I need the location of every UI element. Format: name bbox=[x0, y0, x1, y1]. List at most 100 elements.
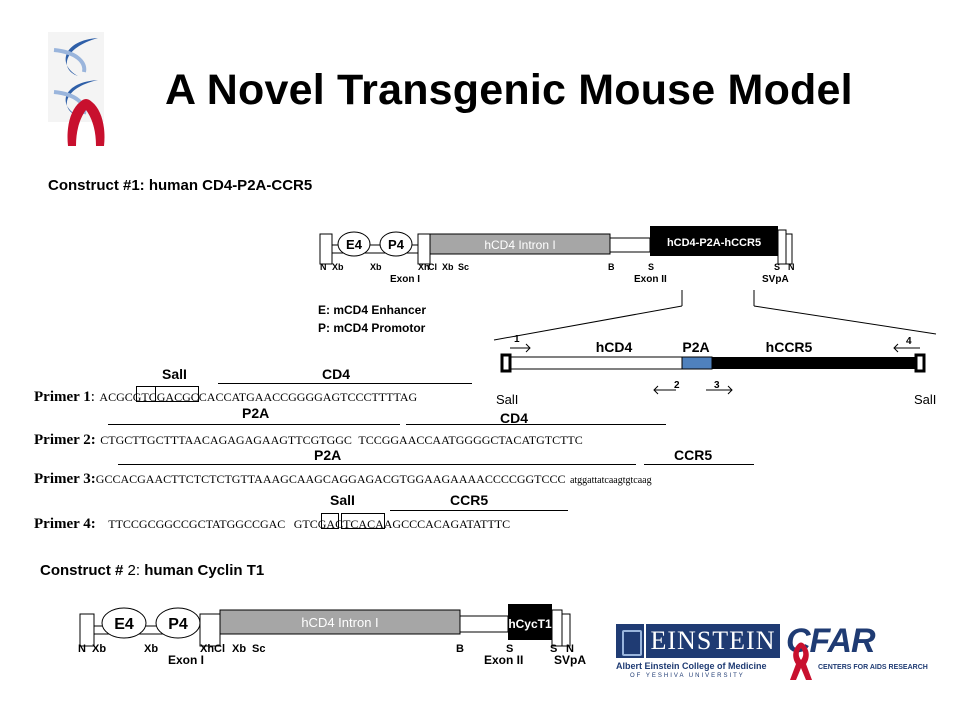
construct-1-map: E4 P4 hCD4 Intron I hCD4-P2A-hCCR5 N Xb … bbox=[319, 226, 795, 285]
svg-text:Cl: Cl bbox=[428, 262, 437, 272]
primer-4-sali-box bbox=[341, 513, 385, 529]
primer-1-seq-b: GTCGA bbox=[132, 390, 175, 404]
exon-1-label: Exon I bbox=[390, 274, 420, 285]
svg-text:S: S bbox=[648, 262, 654, 272]
svg-text:S: S bbox=[774, 262, 780, 272]
legend-promoter: P: mCD4 Promotor bbox=[318, 321, 426, 335]
svg-text:Xb: Xb bbox=[370, 262, 382, 272]
promoter-label: E4 bbox=[346, 237, 363, 252]
primer-mark: 3 bbox=[714, 380, 720, 391]
svg-text:S: S bbox=[550, 643, 557, 655]
einstein-wordmark: EINSTEIN bbox=[646, 624, 780, 658]
svg-text:Xb: Xb bbox=[92, 643, 106, 655]
intron-label: hCD4 Intron I bbox=[484, 238, 555, 252]
svg-text:Sc: Sc bbox=[252, 643, 265, 655]
insert-label: hCycT1 bbox=[508, 617, 552, 631]
construct-2-map: E4 P4 hCD4 Intron I hCycT1 N Xb Xb Xh Cl… bbox=[78, 604, 586, 667]
primer-1-box bbox=[136, 386, 156, 402]
primer-3-ann-p2a: P2A bbox=[314, 447, 342, 463]
primer-2-ann-cd4: CD4 bbox=[500, 410, 529, 426]
cfar-logo: CFAR CENTERS FOR AIDS RESEARCH bbox=[784, 622, 928, 686]
p2a-segment bbox=[681, 356, 713, 370]
primer-2: Primer 2: CTGCTTGCTTTAACAGAGAGAAGTTCGTGG… bbox=[34, 431, 583, 449]
construct-1-detail: 1 4 hCD4 P2A hCCR5 2 3 SalI SalI bbox=[496, 334, 936, 407]
hccr5-segment bbox=[712, 357, 918, 369]
primer-2-label: Primer 2: bbox=[34, 432, 96, 448]
cfar-subtitle: CENTERS FOR AIDS RESEARCH bbox=[818, 664, 928, 671]
svg-text:N: N bbox=[320, 262, 327, 272]
promoter-p4 bbox=[379, 231, 413, 257]
einstein-emblem-icon bbox=[616, 624, 644, 658]
insert-label: hCD4-P2A-hCCR5 bbox=[667, 237, 761, 249]
primer-3-seq-a: GCCACGAACTTCTCTCTGTTAAAGCAAGCAGGAGACGTGG… bbox=[95, 472, 566, 486]
primer-3-seq-b: atggattatcaagtgtcaag bbox=[569, 475, 652, 486]
svg-text:B: B bbox=[608, 262, 615, 272]
svg-text:Xb: Xb bbox=[332, 262, 344, 272]
svg-text:N: N bbox=[78, 643, 86, 655]
primer-3: Primer 3:GCCACGAACTTCTCTCTGTTAAAGCAAGCAG… bbox=[34, 470, 652, 488]
intron-label: hCD4 Intron I bbox=[301, 615, 378, 630]
primer-4-ann-sali: SalI bbox=[330, 492, 355, 508]
slide-title: A Novel Transgenic Mouse Model bbox=[165, 66, 853, 114]
primer-1-ann-sali: SalI bbox=[162, 366, 187, 382]
svpa-label: SVpA bbox=[554, 653, 586, 667]
svg-text:Xb: Xb bbox=[144, 643, 158, 655]
einstein-subtitle-2: OF YESHIVA UNIVERSITY bbox=[630, 673, 745, 679]
segment-label-hcd4: hCD4 bbox=[596, 339, 633, 355]
svg-text:Xb: Xb bbox=[232, 643, 246, 655]
primer-mark: 4 bbox=[906, 336, 912, 347]
dna-ribbon-logo bbox=[48, 32, 105, 146]
svg-text:N: N bbox=[788, 262, 795, 272]
svg-text:N: N bbox=[566, 643, 574, 655]
svg-text:B: B bbox=[456, 643, 464, 655]
einstein-logo: EINSTEIN Albert Einstein College of Medi… bbox=[616, 624, 780, 684]
legend-enhancer: E: mCD4 Enhancer bbox=[318, 303, 427, 317]
primer-4-label: Primer 4: bbox=[34, 516, 96, 532]
intron-block bbox=[219, 609, 461, 635]
svg-text:S: S bbox=[506, 643, 513, 655]
primer-1-seq-a: ACGC bbox=[99, 390, 133, 404]
svg-text:Xb: Xb bbox=[442, 262, 454, 272]
promoter-label: P4 bbox=[168, 616, 188, 633]
svg-text:Xh: Xh bbox=[200, 643, 214, 655]
sali-end-right: SalI bbox=[914, 392, 936, 407]
primer-2-seq-a: CTGCTTGCTTTAACAGAGAGAAGTTCGTGGC bbox=[100, 433, 352, 447]
einstein-subtitle: Albert Einstein College of Medicine bbox=[616, 661, 767, 671]
zoom-lines bbox=[493, 290, 937, 341]
insert-block bbox=[508, 604, 552, 640]
promoter-label: E4 bbox=[114, 616, 134, 633]
enhancer-e4 bbox=[337, 231, 371, 257]
exon-1-label: Exon I bbox=[168, 653, 204, 667]
segment-label-p2a: P2A bbox=[682, 339, 709, 355]
primer-4-box bbox=[321, 513, 339, 529]
primer-1-sali-box bbox=[155, 386, 199, 402]
primer-1-seq-c: CGCCACCATGAACCGGGGAGTCCCTTTTAG bbox=[174, 390, 418, 404]
cfar-wordmark: CFAR bbox=[786, 622, 876, 660]
primer-1-ann-cd4: CD4 bbox=[322, 366, 351, 382]
primer-4-seq-a: TTCCGCGGCCGCTATGGCCGAC bbox=[108, 517, 286, 531]
primer-4-seq-b: GTCGAC bbox=[293, 517, 344, 531]
exon-2-label: Exon II bbox=[634, 274, 667, 285]
segment-label-hccr5: hCCR5 bbox=[766, 339, 813, 355]
sali-end-left: SalI bbox=[496, 392, 518, 407]
svpa-label: SVpA bbox=[762, 274, 789, 285]
primer-3-label: Primer 3: bbox=[34, 471, 96, 487]
primer-1-label: Primer 1 bbox=[34, 389, 91, 405]
enhancer-e4 bbox=[101, 607, 147, 639]
primer-mark: 1 bbox=[514, 334, 520, 345]
construct-2-heading: Construct # 2: human Cyclin T1 bbox=[40, 562, 265, 579]
promoter-label: P4 bbox=[388, 237, 405, 252]
red-ribbon-icon bbox=[790, 642, 812, 680]
svg-text:Sc: Sc bbox=[458, 262, 469, 272]
svg-text:Xh: Xh bbox=[418, 262, 430, 272]
primer-2-seq-b: TCCGGAACCAATGGGGCTACATGTCTTC bbox=[358, 433, 583, 447]
primer-4: Primer 4: TTCCGCGGCCGCTATGGCCGAC GTCGACT… bbox=[34, 515, 510, 533]
svg-text:Cl: Cl bbox=[214, 643, 225, 655]
primer-mark: 2 bbox=[674, 380, 680, 391]
primer-3-ann-ccr5: CCR5 bbox=[674, 447, 713, 463]
insert-block bbox=[650, 226, 778, 256]
primer-1: Primer 1: ACGCGTCGACGCCACCATGAACCGGGGAGT… bbox=[34, 389, 418, 405]
primer-2-ann-p2a: P2A bbox=[242, 405, 270, 421]
exon-2-label: Exon II bbox=[484, 653, 523, 667]
primer-4-ann-ccr5: CCR5 bbox=[450, 492, 489, 508]
